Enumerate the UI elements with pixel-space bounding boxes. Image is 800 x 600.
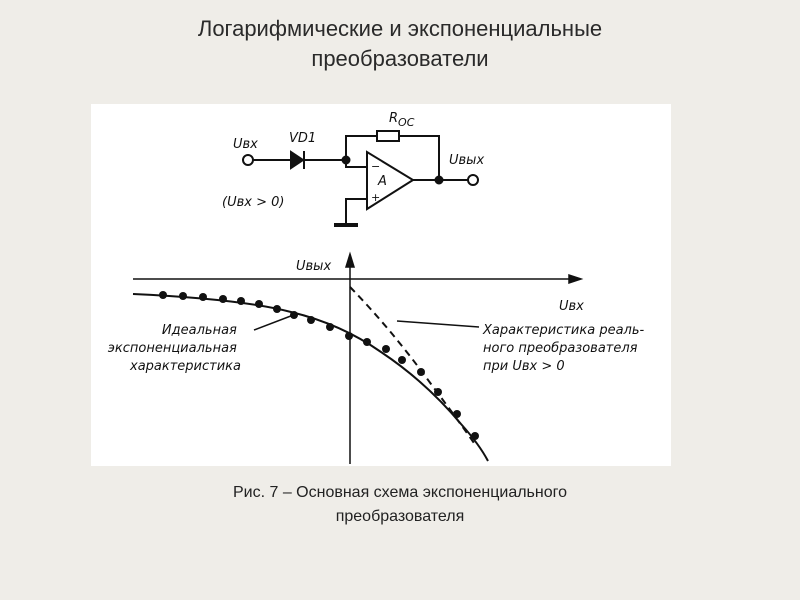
measured-point [159,291,167,299]
real-characteristic-curve [349,286,477,447]
feedback-wire-left [345,135,377,160]
measured-point [307,316,315,324]
x-axis-label: Uвх [559,299,584,314]
measured-point [326,323,334,331]
input-label: Uвх [233,137,258,152]
circuit-schematic [242,130,479,227]
measured-point [471,432,479,440]
feedback-resistor [376,130,400,142]
measured-point [255,300,263,308]
condition-label: (Uвх > 0) [222,195,284,210]
slide-title: Логарифмические и экспоненциальные преоб… [0,14,800,74]
measured-point [382,345,390,353]
input-terminal [242,154,254,166]
x-axis-arrow [568,273,584,285]
measured-point [199,293,207,301]
ideal-leader-line [253,313,297,331]
measured-point [398,356,406,364]
diode-symbol [290,150,305,170]
measured-point [453,410,461,418]
y-axis-label: Uвых [296,259,331,274]
measured-point [273,305,281,313]
figure-caption-line-1: Рис. 7 – Основная схема экспоненциальног… [232,484,568,501]
feedback-wire-right [399,135,440,179]
graph-axes [133,251,584,464]
real-leader-line [396,320,480,328]
figure-panel: Uвх VD1 RОС A − + Uвых (Uвх > 0) Uвых Uв… [91,104,671,466]
y-axis-arrow [344,251,356,268]
measured-points [159,291,479,440]
minus-input-wire [345,160,367,168]
plus-input-wire [345,198,367,224]
measured-point [434,388,442,396]
slide-title-line-2: преобразователи [311,46,489,71]
real-characteristic-label: Характеристика реаль- ного преобразовате… [482,323,648,374]
measured-point [417,368,425,376]
opamp-plus-label: + [371,191,380,204]
slide-title-line-1: Логарифмические и экспоненциальные [197,16,603,41]
output-node [434,175,444,185]
resistor-label: RОС [389,111,415,129]
ideal-characteristic-curve [132,293,489,462]
ideal-characteristic-label: Идеальная экспоненциальная характеристик… [108,323,241,374]
measured-point [219,295,227,303]
measured-point [363,338,371,346]
measured-point [345,332,353,340]
diode-label: VD1 [289,131,316,146]
measured-point [179,292,187,300]
figure-caption-line-2: преобразователя [335,508,465,525]
output-terminal [467,174,479,186]
figure-svg: Uвх VD1 RОС A − + Uвых (Uвх > 0) Uвых Uв… [108,111,648,464]
output-label: Uвых [449,153,484,168]
measured-point [237,297,245,305]
figure-caption: Рис. 7 – Основная схема экспоненциальног… [0,481,800,529]
opamp-label: A [377,174,387,189]
opamp-minus-label: − [371,160,380,173]
opamp-symbol [366,150,415,211]
